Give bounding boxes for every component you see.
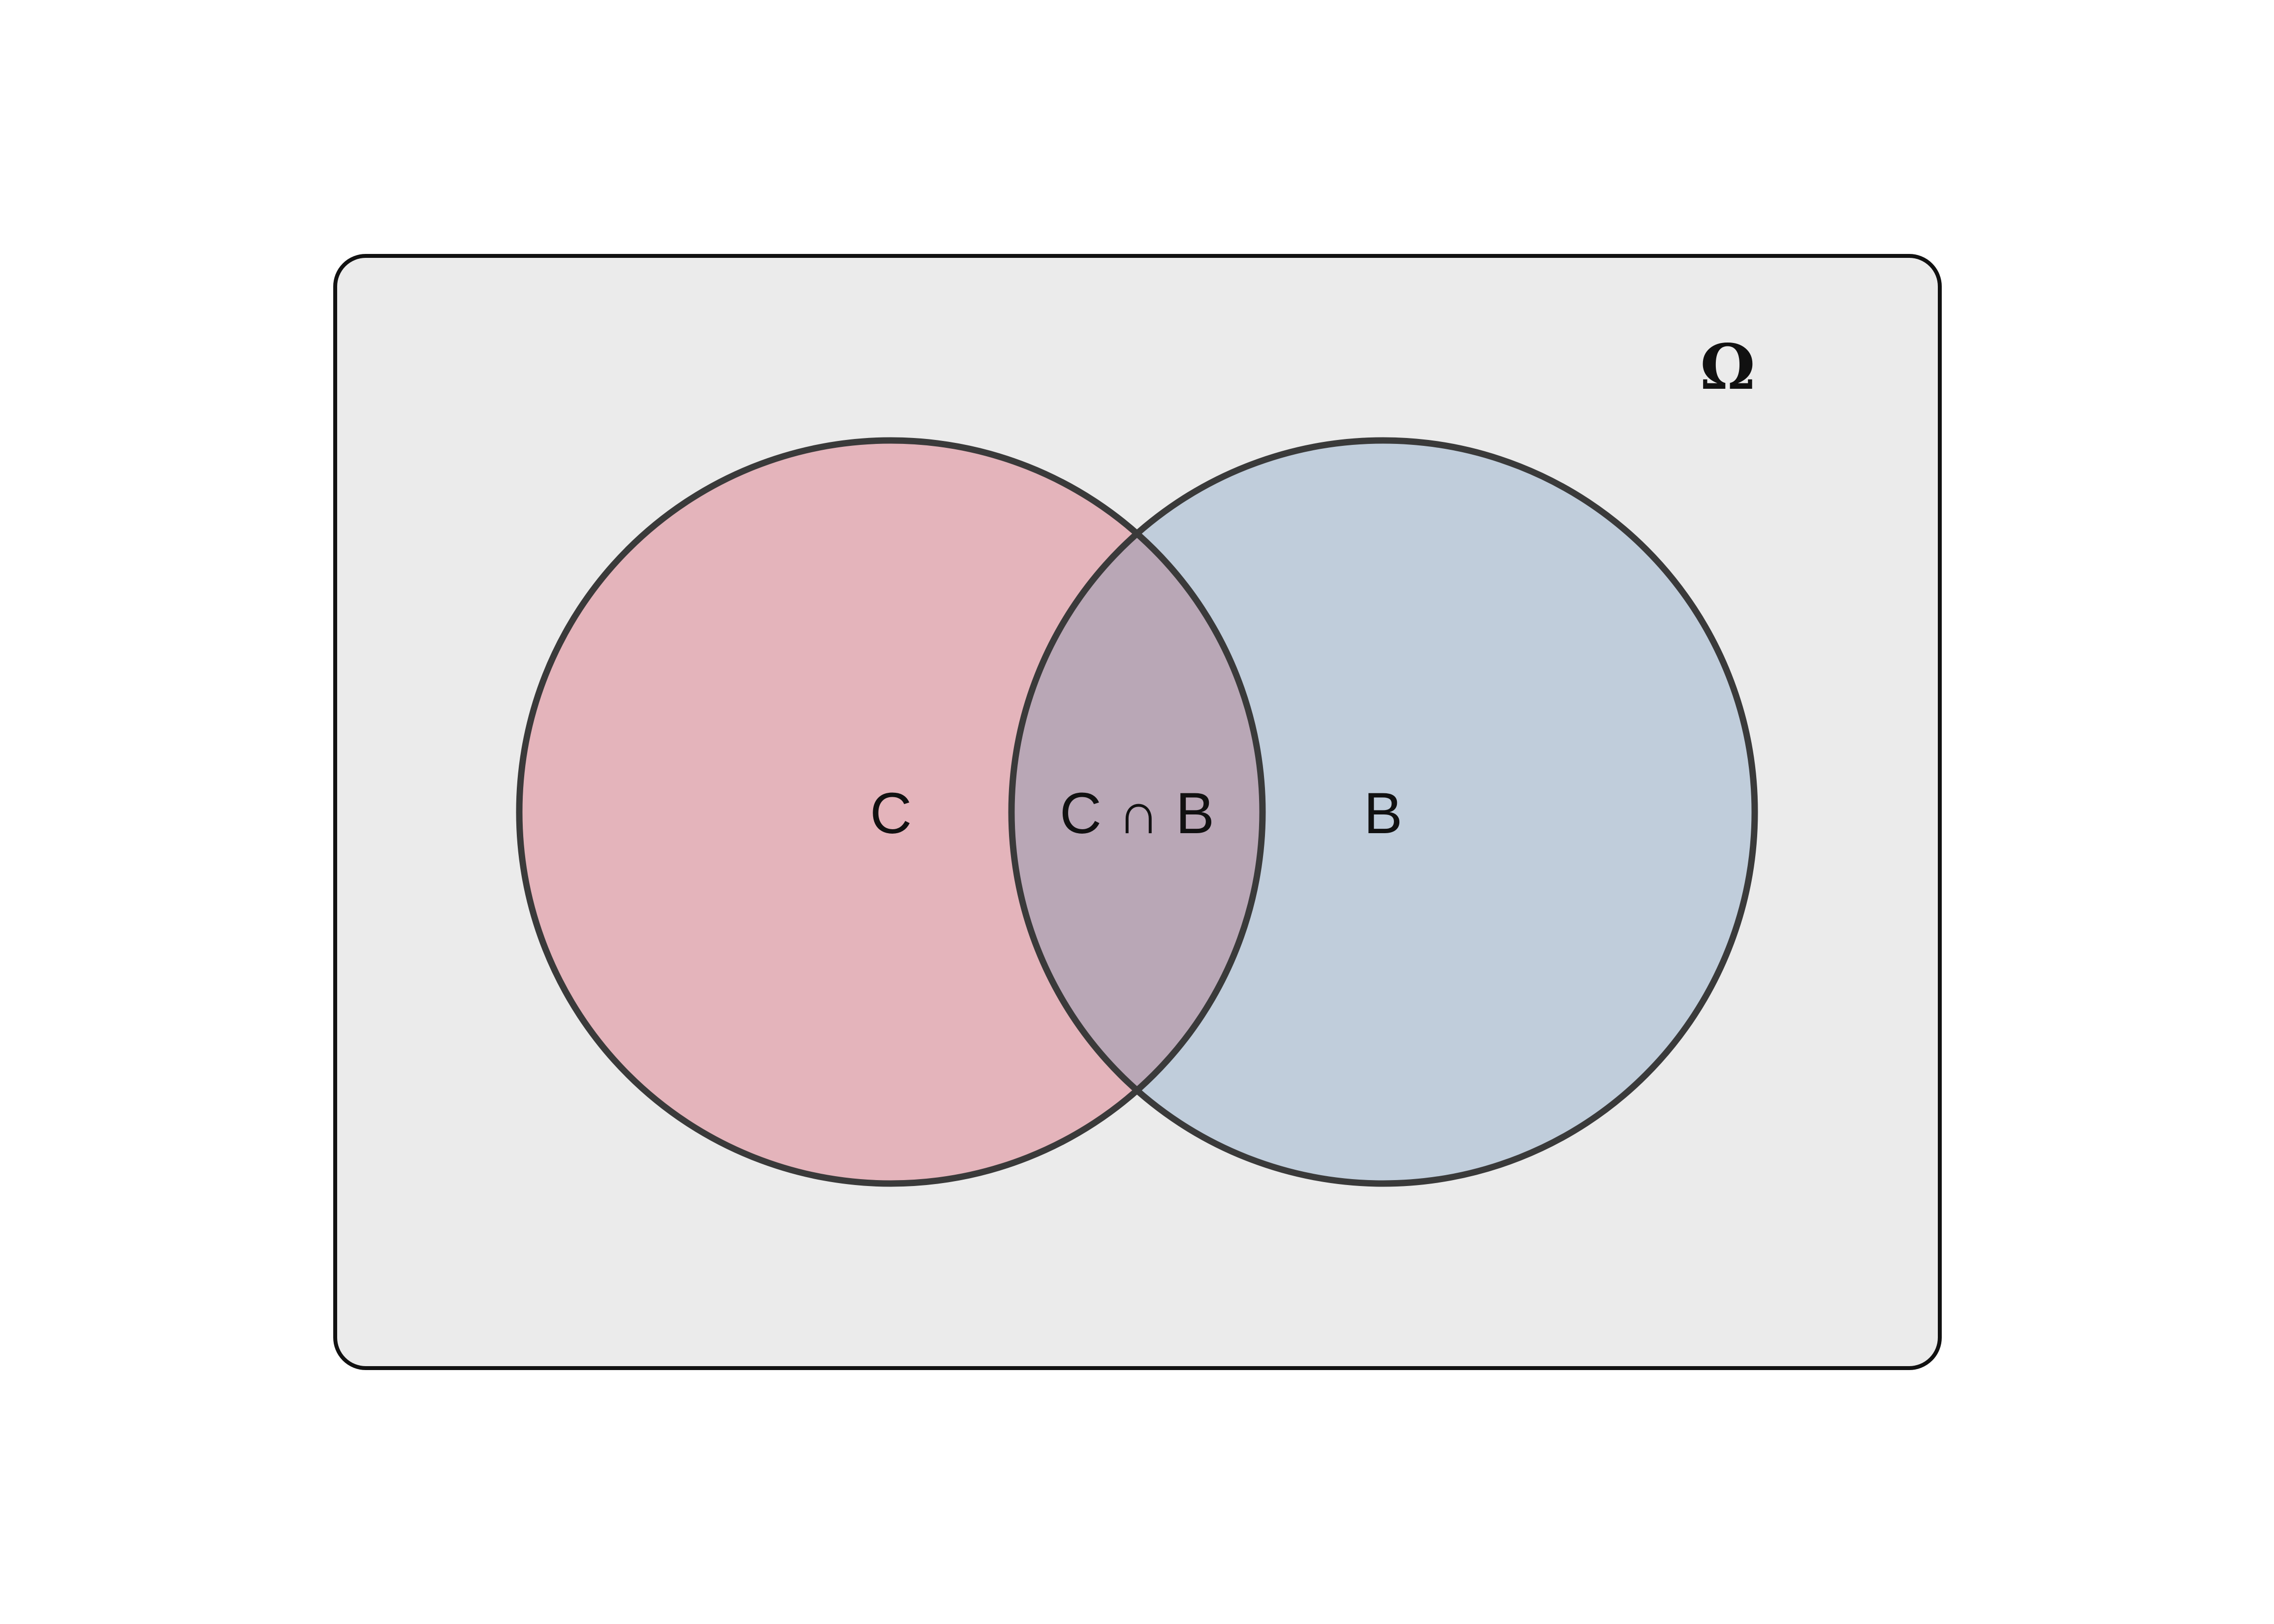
- set-b-outline: [1008, 437, 1758, 1187]
- intersection-region: [1011, 440, 1263, 1184]
- set-c-outline: [516, 437, 1266, 1187]
- set-b-label: B: [1364, 781, 1403, 846]
- intersection-label: C ∩ B: [1060, 781, 1214, 846]
- universe-label: Ω: [1700, 331, 1755, 404]
- set-c-label: C: [870, 781, 912, 846]
